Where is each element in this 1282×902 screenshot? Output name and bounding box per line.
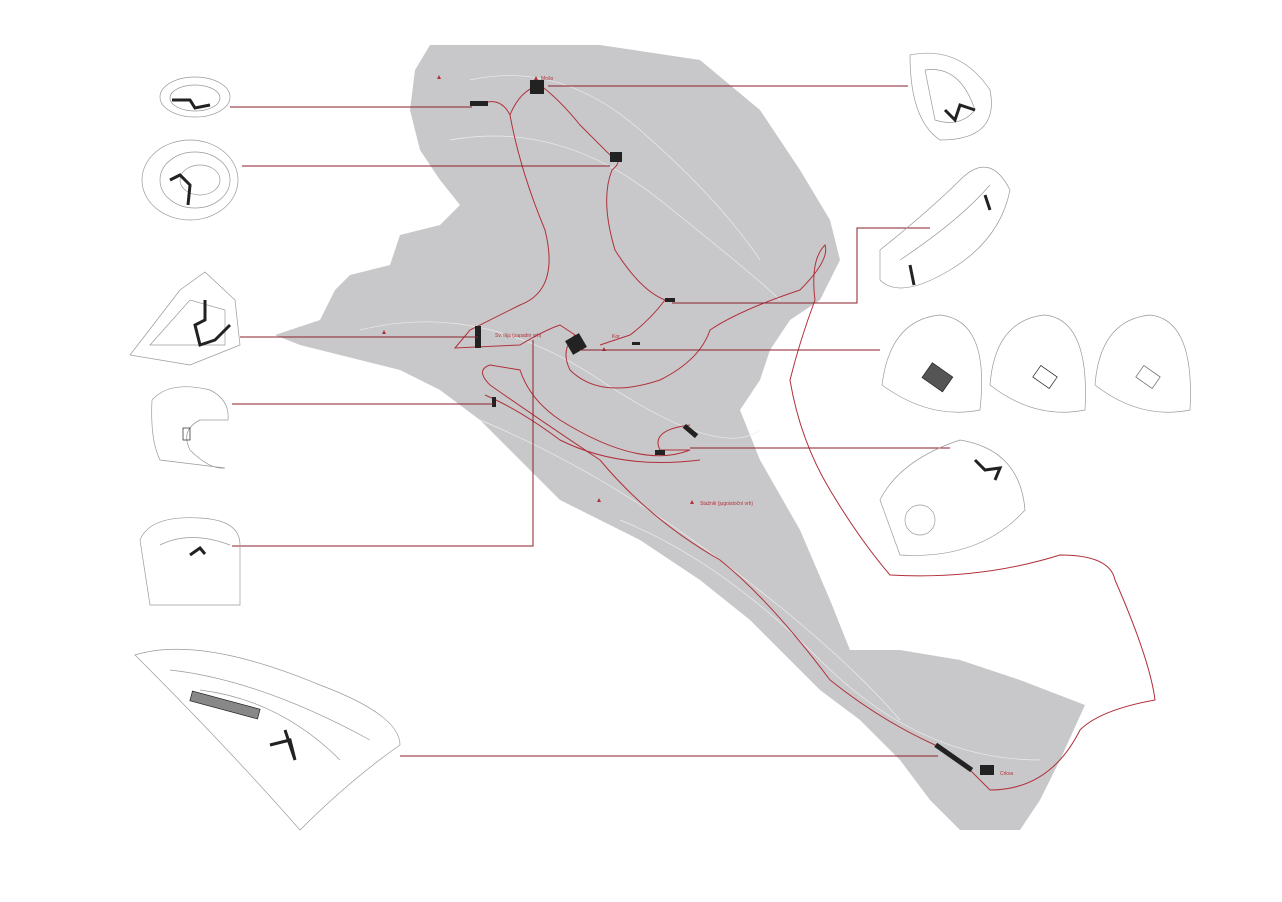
- label-peak-north: Mošo: [541, 76, 553, 82]
- leader-lines: [230, 85, 950, 757]
- island-landmass: [275, 45, 1085, 830]
- label-peak-southeast: Stažnik (jugoistočni vrh): [700, 501, 753, 507]
- inset-3: [129, 271, 241, 366]
- route-loop: [484, 394, 701, 463]
- inset-6: [134, 648, 401, 831]
- label-peak-kor: Kor: [612, 334, 620, 340]
- inset-7: [909, 52, 992, 141]
- inset-9: [881, 314, 983, 413]
- inset-8: [879, 166, 1011, 289]
- route-line: [453, 101, 1156, 791]
- inset-maps: [129, 52, 1191, 831]
- label-peak-south: Crkva: [1000, 771, 1013, 777]
- buildings: [470, 80, 994, 775]
- inset-10: [989, 314, 1086, 413]
- inset-11: [1094, 314, 1191, 413]
- inset-12: [879, 439, 1026, 556]
- label-peak-west: Sv. Ilija (zapadni vrh): [495, 333, 542, 339]
- inset-4: [151, 386, 229, 469]
- inset-1: [159, 76, 231, 118]
- inset-2: [141, 139, 239, 221]
- peak-markers: [382, 75, 694, 504]
- inset-5: [139, 517, 241, 606]
